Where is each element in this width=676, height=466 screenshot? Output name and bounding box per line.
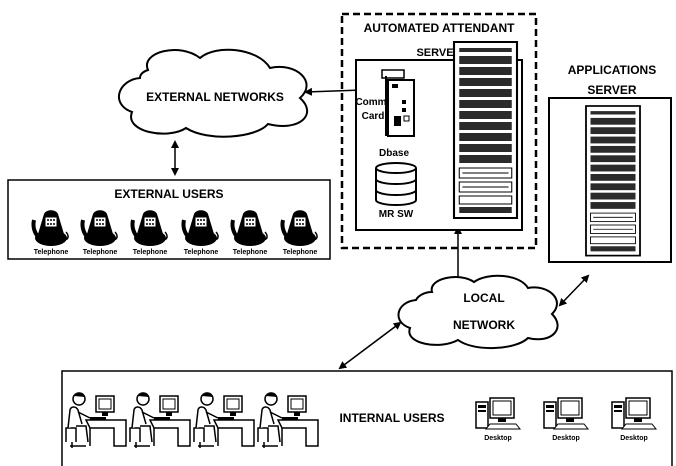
external-networks-cloud: EXTERNAL NETWORKS bbox=[118, 48, 309, 138]
link-local-network-internal-users bbox=[338, 321, 402, 370]
desktop-label: Desktop bbox=[620, 435, 648, 442]
automated-attendant-server-label: SERVER bbox=[416, 47, 461, 59]
person-at-desk-icon bbox=[129, 391, 191, 449]
external-users-box bbox=[7, 179, 331, 260]
external-users-group: EXTERNAL USERS Telephone Telephone Telep… bbox=[7, 179, 331, 260]
internal-users-title: INTERNAL USERS bbox=[339, 411, 444, 425]
external-users-title: EXTERNAL USERS bbox=[114, 187, 223, 201]
automated-attendant-boundary bbox=[340, 12, 538, 250]
telephone-label: Telephone bbox=[233, 249, 268, 256]
internal-users-group: INTERNAL USERS Desktop Desktop Desktop bbox=[61, 370, 673, 466]
comm-card-icon bbox=[381, 69, 415, 137]
telephone-label: Telephone bbox=[83, 249, 118, 256]
applications-server-title: APPLICATIONS bbox=[568, 63, 656, 77]
desktop-computer-icon bbox=[543, 397, 589, 430]
desktop-computer-icon bbox=[475, 397, 521, 430]
internal-users-box bbox=[61, 370, 673, 466]
link-external-networks-comm-card bbox=[304, 86, 364, 96]
telephone-label: Telephone bbox=[133, 249, 168, 256]
telephone-label: Telephone bbox=[34, 249, 69, 256]
server-rack-icon bbox=[585, 105, 641, 257]
applications-server-label: SERVER bbox=[587, 83, 636, 97]
link-local-network-applications bbox=[558, 274, 590, 307]
automated-attendant-group: AUTOMATED ATTENDANT SERVER Comm Card Dba… bbox=[340, 12, 538, 250]
applications-server-group: APPLICATIONS SERVER bbox=[548, 63, 672, 263]
database-icon bbox=[375, 162, 417, 206]
person-at-desk-icon bbox=[257, 391, 319, 449]
desktop-computer-icon bbox=[611, 397, 657, 430]
cloud-icon bbox=[118, 48, 309, 138]
cloud-icon bbox=[397, 274, 559, 350]
database-label: Dbase bbox=[379, 148, 409, 159]
comm-card-label-line1: Comm bbox=[355, 97, 386, 108]
person-at-desk-icon bbox=[65, 391, 127, 449]
desktop-label: Desktop bbox=[484, 435, 512, 442]
desktop-label: Desktop bbox=[552, 435, 580, 442]
person-at-desk-icon bbox=[193, 391, 255, 449]
local-network-label-line2: NETWORK bbox=[453, 318, 515, 332]
local-network-cloud: LOCAL NETWORK bbox=[397, 274, 559, 350]
telephone-label: Telephone bbox=[184, 249, 219, 256]
server-rack-icon bbox=[452, 40, 519, 220]
mr-sw-label: MR SW bbox=[379, 209, 414, 220]
external-networks-label: EXTERNAL NETWORKS bbox=[146, 90, 284, 104]
automated-attendant-title: AUTOMATED ATTENDANT bbox=[364, 21, 516, 35]
telephone-label: Telephone bbox=[283, 249, 318, 256]
comm-card-label-line2: Card bbox=[362, 111, 385, 122]
local-network-label-line1: LOCAL bbox=[463, 291, 504, 305]
